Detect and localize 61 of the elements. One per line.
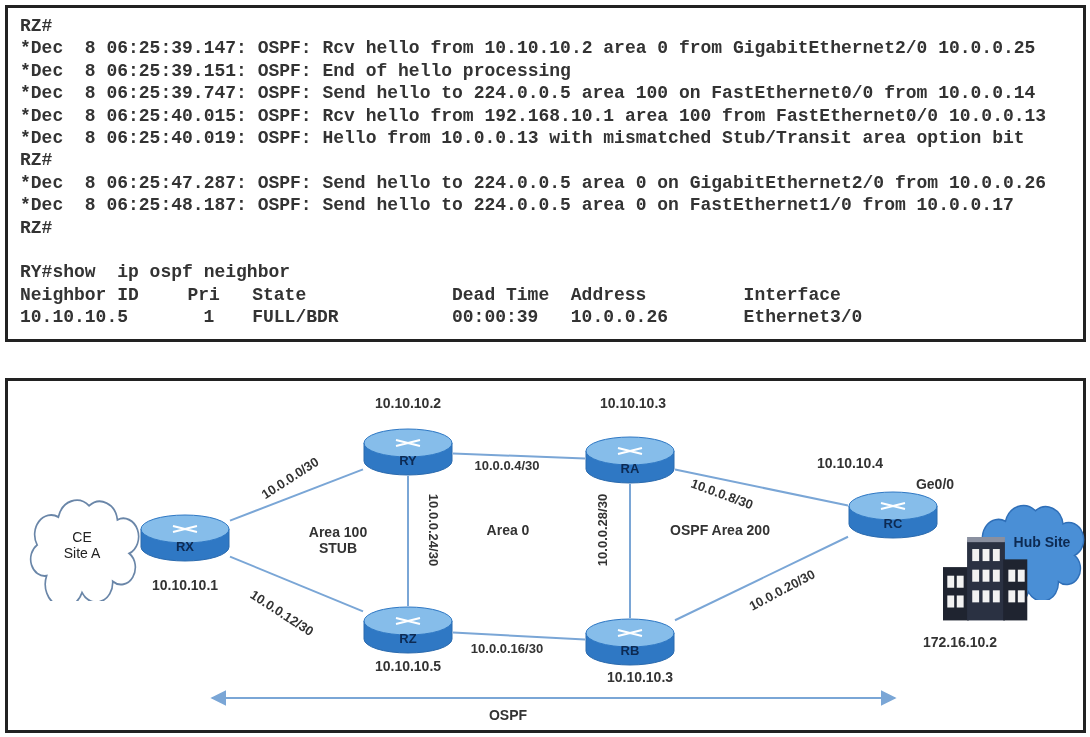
router <box>585 618 675 666</box>
area-label: Area 0 <box>486 522 530 538</box>
router <box>140 514 230 562</box>
ip-address-label: 10.10.10.5 <box>374 658 442 674</box>
link-line <box>229 555 364 613</box>
router-label: RX <box>174 538 196 554</box>
area-label: OSPF Area 200 <box>670 522 770 538</box>
edge-label: 10.0.0.24/30 <box>425 493 441 567</box>
table-header: Dead Time <box>452 284 550 305</box>
ip-address-label: 10.10.10.2 <box>374 395 442 411</box>
ip-address-label: 10.10.10.3 <box>599 395 667 411</box>
console-line: *Dec 8 06:25:39.747: OSPF: Send hello to 224.0.0.5 area 100 on FastEthernet0/0 from 10.0.0.14 <box>20 83 1036 104</box>
console-line: *Dec 8 06:25:39.151: OSPF: End of hello processing <box>20 60 571 81</box>
link-line <box>674 535 849 622</box>
router <box>848 491 938 539</box>
router <box>585 436 675 484</box>
table-value: 00:00:39 <box>452 307 539 328</box>
console-line: RZ# <box>20 150 53 171</box>
link-line <box>452 452 586 460</box>
table-value: 10.0.0.26 <box>570 307 668 328</box>
link-line <box>407 475 409 607</box>
edge-label: 10.0.0.16/30 <box>470 640 544 656</box>
table-value: 1 <box>203 307 215 328</box>
site-label: CE Site A <box>62 529 102 561</box>
console-line: *Dec 8 06:25:47.287: OSPF: Send hello to 224.0.0.5 area 0 on GigabitEthernet2/0 from 10.0.0.26 <box>20 172 1047 193</box>
console-line: *Dec 8 06:25:48.187: OSPF: Send hello to 224.0.0.5 area 0 on FastEthernet1/0 from 10.0.0.17 <box>20 195 1014 216</box>
link-line <box>229 468 364 522</box>
protocol-label: OSPF <box>488 707 528 723</box>
router-label: RB <box>619 642 641 658</box>
console-line: RZ# <box>20 217 53 238</box>
console-command: RY#show ip ospf neighbor <box>20 262 291 283</box>
router <box>363 606 453 654</box>
table-header: State <box>252 284 307 305</box>
console-line: RZ# <box>20 16 53 36</box>
interface-label: Ge0/0 <box>915 476 955 492</box>
site-label: Hub Site <box>1012 533 1072 550</box>
router-label: RA <box>619 460 641 476</box>
table-header: Neighbor ID <box>20 284 139 305</box>
router-label: RY <box>398 452 418 468</box>
edge-label: 10.0.0.28/30 <box>594 493 610 567</box>
ip-address-label: 10.10.10.4 <box>816 455 884 471</box>
table-value: Ethernet3/0 <box>743 307 863 328</box>
console-line: *Dec 8 06:25:40.015: OSPF: Rcv hello from 192.168.10.1 area 100 from FastEthernet0/0 10.0.0.13 <box>20 105 1047 126</box>
router-label: RZ <box>398 630 418 646</box>
table-value: 10.10.10.5 <box>20 307 129 328</box>
table-header: Interface <box>743 284 841 305</box>
console-line: *Dec 8 06:25:39.147: OSPF: Rcv hello from 10.10.10.2 area 0 from GigabitEthernet2/0 10.0.0.25 <box>20 38 1036 59</box>
area-label: Area 100 STUB <box>307 524 369 556</box>
table-header: Pri <box>187 284 220 305</box>
router-label: RC <box>882 515 904 531</box>
ip-address-label: 172.16.10.2 <box>923 634 997 650</box>
ip-address-label: 10.10.10.1 <box>151 577 219 593</box>
table-value: FULL/BDR <box>252 307 339 328</box>
link-line <box>452 631 586 641</box>
link-line <box>674 468 849 507</box>
router <box>363 428 453 476</box>
link-line <box>629 483 631 619</box>
ip-address-label: 10.10.10.3 <box>606 669 674 685</box>
console-line: *Dec 8 06:25:40.019: OSPF: Hello from 10.0.0.13 with mismatched Stub/Transit area option bit <box>20 128 1025 148</box>
edge-label: 10.0.0.4/30 <box>474 457 540 473</box>
table-header: Address <box>570 284 647 305</box>
